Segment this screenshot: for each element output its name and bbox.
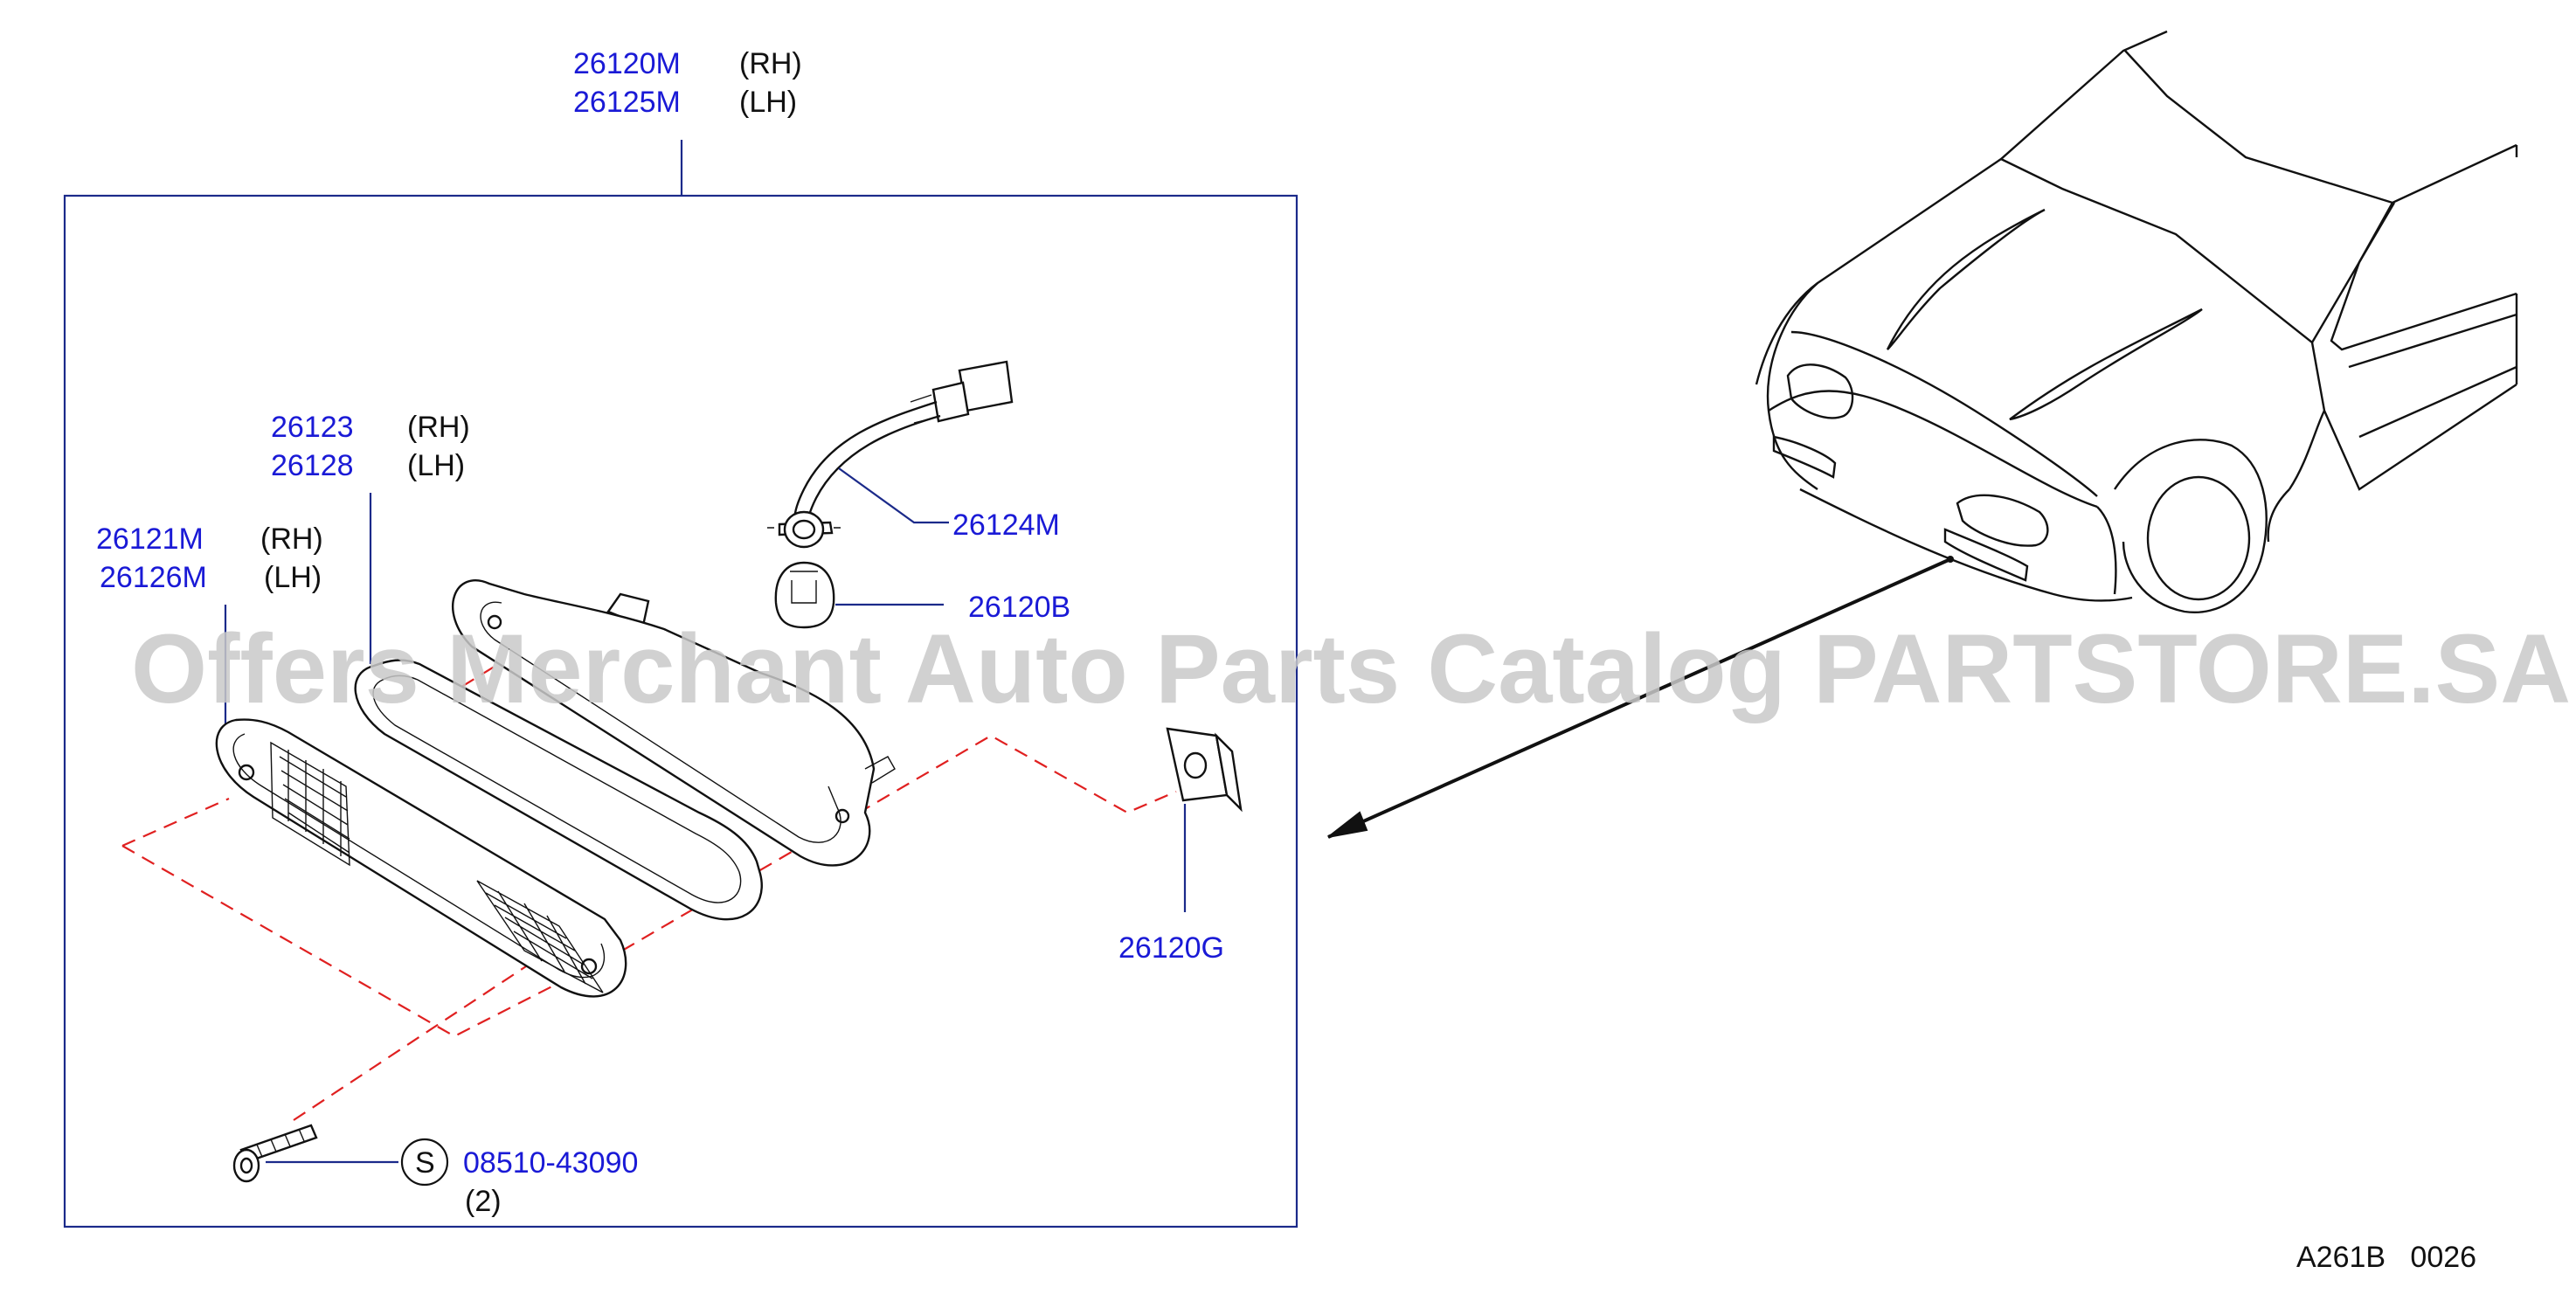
- part-number-housing-rh[interactable]: 26120M: [573, 47, 681, 80]
- callout-housing[interactable]: 26120M (RH) 26125M (LH): [573, 47, 802, 119]
- vehicle-front-illustration: [1755, 30, 2518, 614]
- lamp-gasket[interactable]: [354, 659, 763, 921]
- callout-lens[interactable]: 26121M (RH) 26126M (LH): [96, 522, 323, 594]
- part-number-clip[interactable]: 26120G: [1118, 931, 1224, 965]
- lamp-housing[interactable]: [452, 579, 896, 867]
- lamp-lens[interactable]: [215, 718, 627, 998]
- lens-grid-left: [270, 741, 350, 867]
- assembly-line-screw: [293, 965, 527, 1121]
- screw-quantity: (2): [465, 1185, 502, 1218]
- part-number-lens-lh[interactable]: 26126M: [100, 561, 207, 594]
- symbol-circle: [400, 1138, 449, 1187]
- part-number-gasket-rh[interactable]: 26123: [271, 411, 354, 444]
- part-number-gasket-lh[interactable]: 26128: [271, 449, 354, 482]
- lens-grid-right: [476, 880, 604, 993]
- side-housing-rh: (RH): [739, 47, 802, 80]
- screw[interactable]: [232, 1124, 318, 1183]
- mounting-clip[interactable]: [1166, 727, 1243, 813]
- part-number-lens-rh[interactable]: 26121M: [96, 522, 204, 556]
- part-number-screw[interactable]: 08510-43090: [463, 1146, 638, 1180]
- part-number-housing-lh[interactable]: 26125M: [573, 86, 681, 119]
- bulb[interactable]: [774, 561, 835, 629]
- side-gasket-rh: (RH): [407, 411, 470, 444]
- part-number-bulb[interactable]: 26120B: [968, 591, 1070, 624]
- bulb-socket[interactable]: [767, 360, 1014, 549]
- watermark: Offers Merchant Auto Parts Catalog PARTS…: [131, 614, 2571, 723]
- callout-gasket[interactable]: 26123 (RH) 26128 (LH): [271, 411, 470, 482]
- part-number-socket[interactable]: 26124M: [952, 509, 1060, 542]
- side-lens-lh: (LH): [264, 561, 322, 594]
- socket-leader: [838, 467, 949, 524]
- symbol-s: S: [415, 1146, 435, 1180]
- side-housing-lh: (LH): [739, 86, 797, 119]
- side-gasket-lh: (LH): [407, 449, 465, 482]
- reference-code: A261B 0026: [2296, 1241, 2476, 1274]
- side-lens-rh: (RH): [260, 522, 323, 556]
